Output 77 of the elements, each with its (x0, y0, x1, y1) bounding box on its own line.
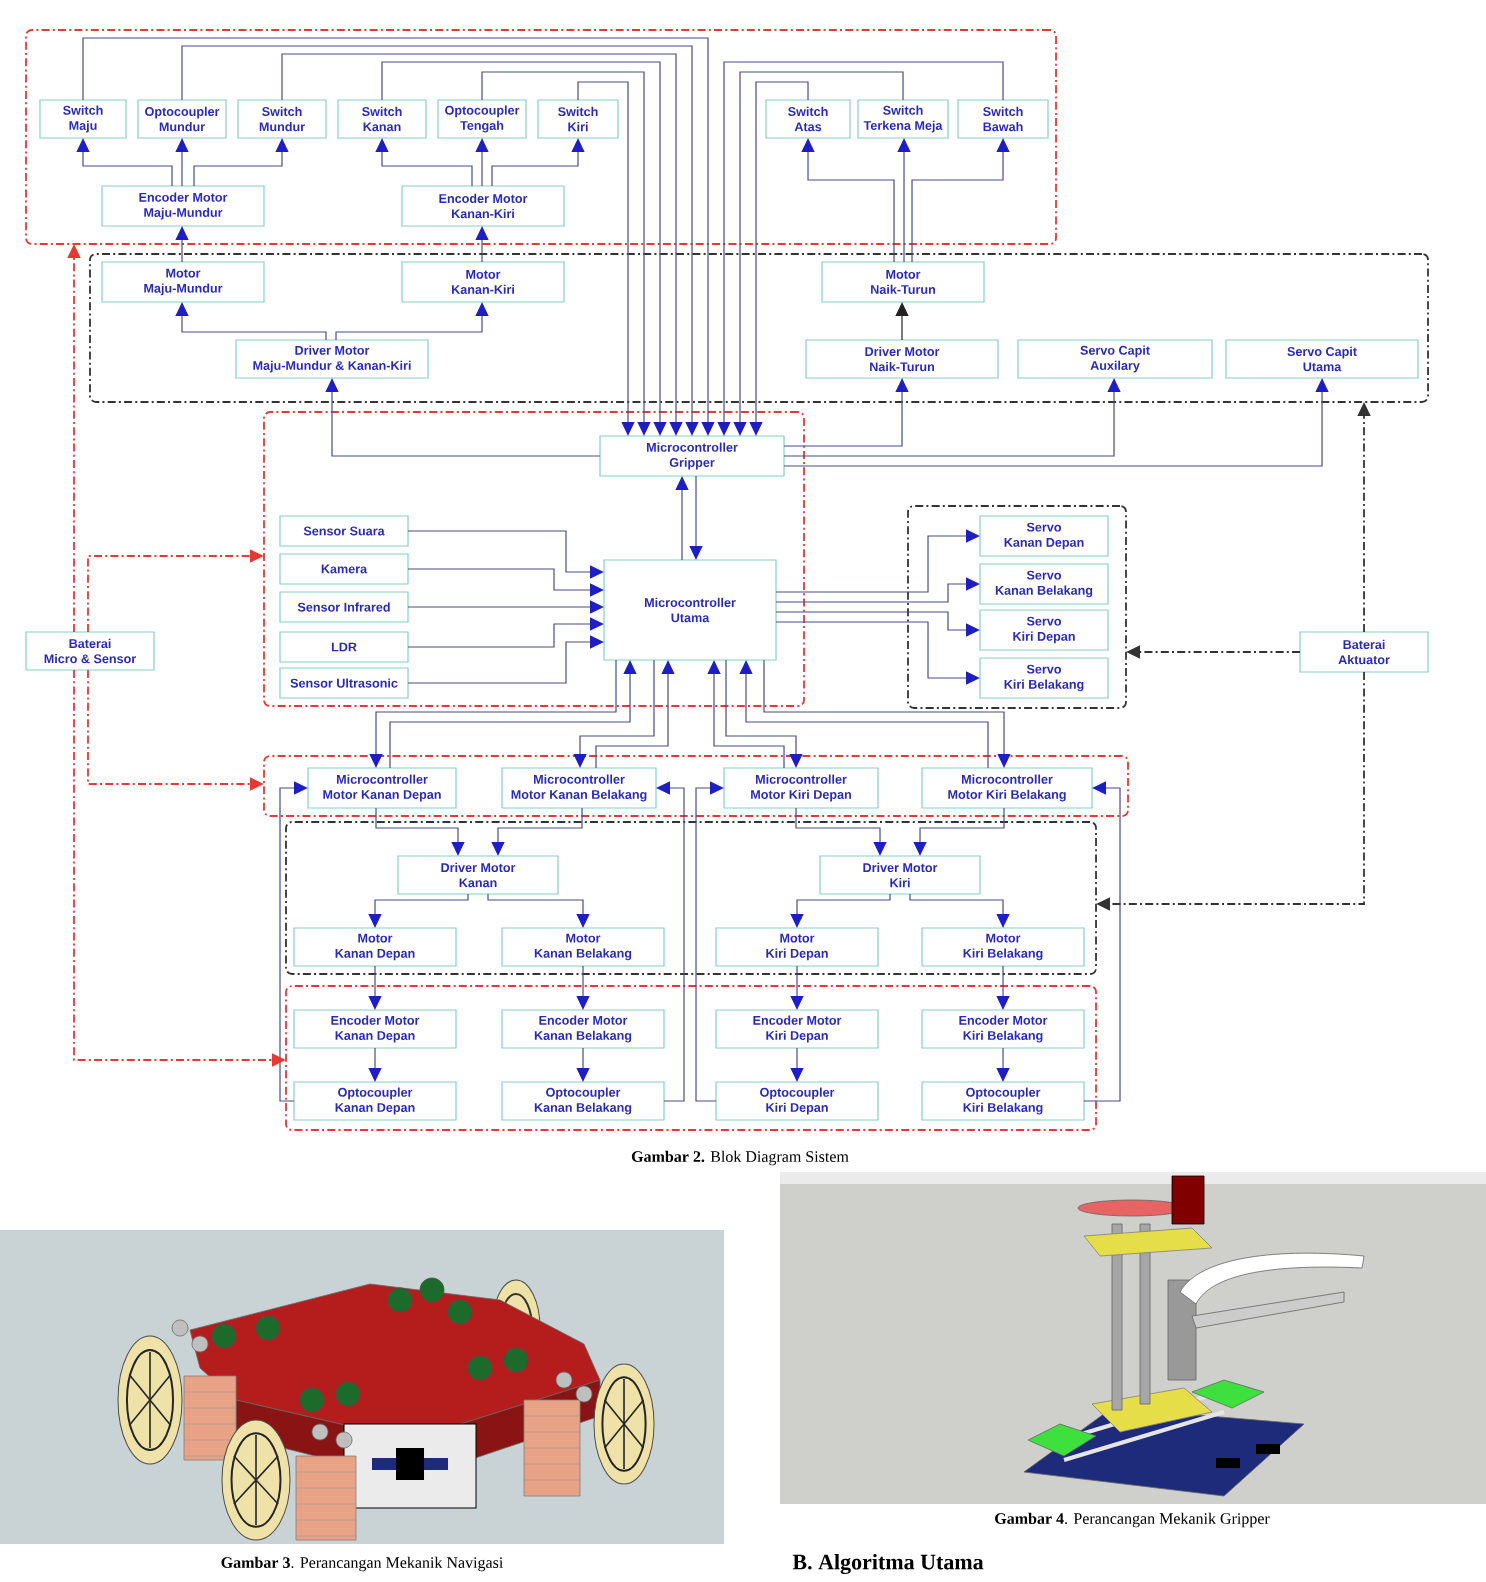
arrow (82, 37, 715, 436)
dash-dot-frame (25, 29, 1057, 245)
figure-caption: Gambar 2. Blok Diagram Sistem (631, 1150, 849, 1166)
dash-dot-frame (907, 505, 1127, 709)
arrow (909, 893, 1010, 928)
arrow (783, 378, 1121, 457)
arrow (407, 635, 604, 684)
arrow (725, 659, 803, 768)
arrow (491, 807, 583, 856)
dash-dot-frame (89, 253, 1429, 403)
dash-dot-frame (263, 755, 1129, 817)
arrow (576, 965, 590, 1010)
arrow (375, 138, 473, 187)
arrow (576, 1047, 590, 1082)
arrow (281, 53, 683, 436)
arrow (407, 617, 604, 648)
arrow (897, 138, 911, 263)
arrow (368, 965, 382, 1010)
arrow (375, 807, 465, 856)
arrow (407, 568, 604, 597)
arrow (381, 61, 667, 436)
arrow (707, 660, 785, 769)
arrow (368, 1047, 382, 1082)
arrow (749, 81, 809, 436)
arrow (475, 138, 489, 187)
arrow (717, 61, 1004, 436)
arrow (573, 659, 655, 768)
dash-dot-frame (285, 821, 1097, 975)
arrow (656, 781, 685, 1102)
arrow (911, 138, 1010, 263)
arrow (895, 302, 909, 341)
arrow (1083, 781, 1121, 1102)
arrow (475, 226, 489, 263)
arrow (775, 621, 980, 685)
arrow (775, 577, 980, 603)
arrow (181, 45, 699, 436)
arrow (695, 781, 724, 1102)
arrow (790, 1047, 804, 1082)
arrow (733, 71, 904, 436)
dash-dot-frame (285, 985, 1097, 1131)
arrow (790, 965, 804, 1010)
arrow (368, 893, 469, 928)
arrow (775, 529, 980, 593)
arrow (369, 659, 617, 768)
arrow (487, 893, 590, 928)
arrow (783, 378, 909, 447)
dash-dot-frame (263, 411, 805, 707)
figure-caption: Gambar 3. Perancangan Mekanik Navigasi (221, 1556, 503, 1572)
arrow (175, 226, 189, 263)
arrow (801, 138, 895, 263)
arrow (325, 378, 601, 457)
arrow (175, 138, 189, 187)
arrow (175, 302, 327, 341)
arrow (913, 807, 1005, 856)
arrow (389, 660, 637, 769)
arrow (783, 378, 1329, 467)
section-heading: B. Algoritma Utama (792, 1554, 984, 1575)
arrow (577, 81, 635, 436)
arrow (763, 659, 1011, 768)
arrow (790, 893, 891, 928)
arrow (795, 807, 887, 856)
arrow (491, 138, 585, 187)
arrow (481, 71, 651, 436)
arrow (407, 530, 604, 579)
arrow (739, 660, 989, 769)
arrow (407, 600, 604, 614)
arrow (193, 138, 289, 187)
arrow (335, 302, 489, 341)
arrow (996, 965, 1010, 1010)
arrow (595, 660, 675, 769)
arrow (279, 781, 308, 1102)
arrow (996, 1047, 1010, 1082)
arrow (775, 611, 980, 637)
figure-caption: Gambar 4. Perancangan Mekanik Gripper (995, 1512, 1270, 1528)
arrow (675, 476, 689, 561)
arrow (76, 138, 173, 187)
arrow (689, 475, 703, 560)
